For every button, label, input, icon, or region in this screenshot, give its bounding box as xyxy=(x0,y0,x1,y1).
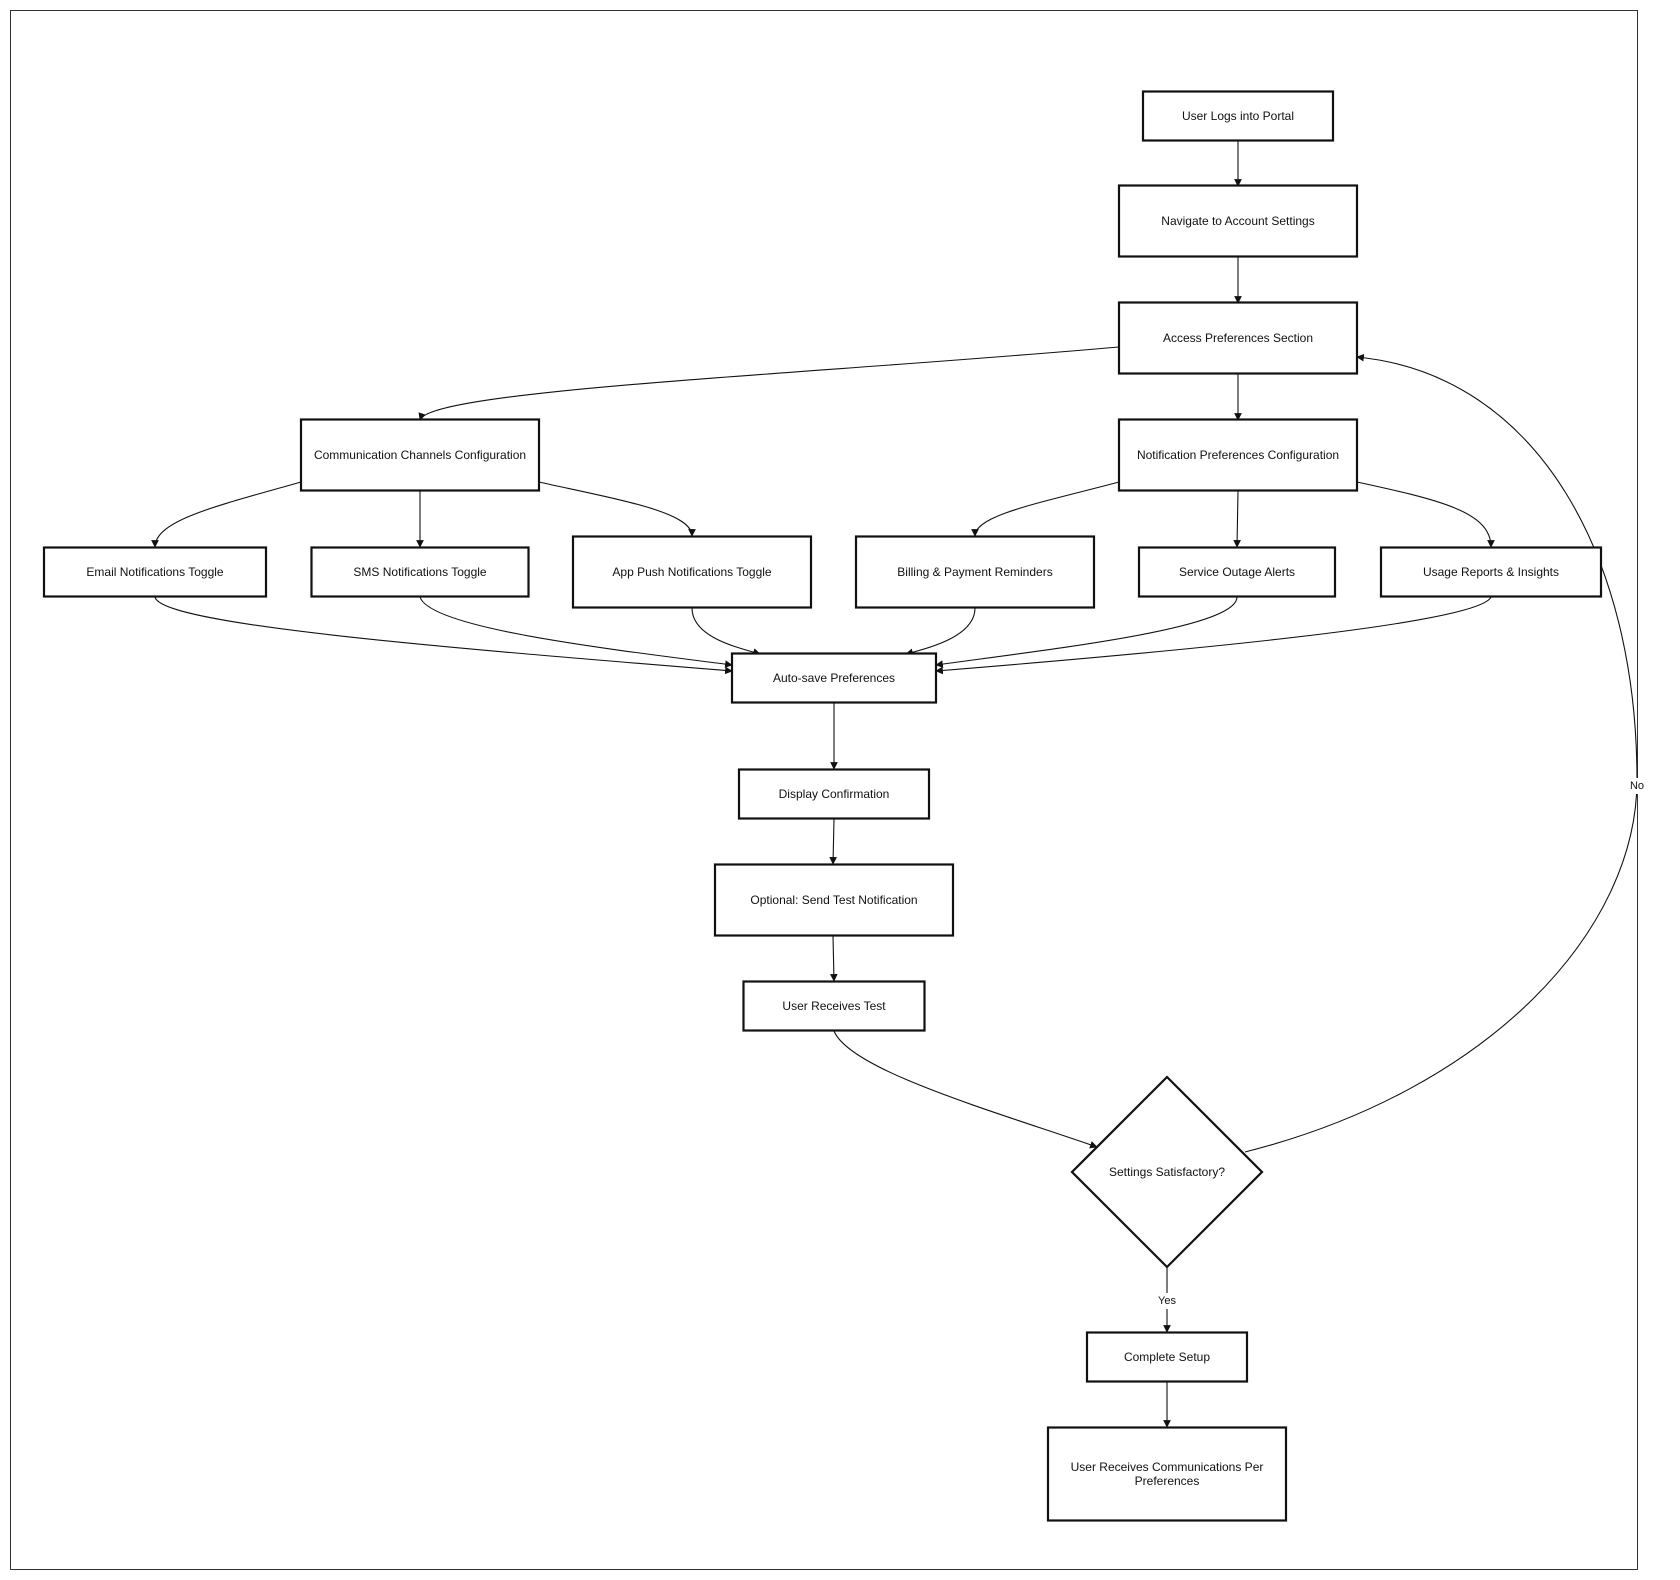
node-label: Access Preferences Section xyxy=(1163,331,1313,345)
node-login: User Logs into Portal xyxy=(1141,90,1335,142)
process-box xyxy=(737,768,931,820)
node-label: User Logs into Portal xyxy=(1182,109,1294,123)
node-sms: SMS Notifications Toggle xyxy=(310,546,530,598)
node-label: Email Notifications Toggle xyxy=(86,565,224,579)
edge-sendtest-to-receive xyxy=(829,935,838,982)
process-box xyxy=(299,418,541,492)
process-box xyxy=(730,652,938,704)
edge-notif-to-billing xyxy=(971,481,1120,537)
process-box xyxy=(1141,90,1335,142)
edge-usage-to-autosave xyxy=(935,596,1492,675)
node-label: Optional: Send Test Notification xyxy=(750,893,917,907)
process-box xyxy=(1117,418,1359,492)
process-box xyxy=(310,546,530,598)
edge-notif-to-usage xyxy=(1356,481,1495,548)
process-box xyxy=(1379,546,1603,598)
edge-sms-to-autosave xyxy=(419,596,733,668)
node-receive: User Receives Test xyxy=(742,980,926,1032)
node-label: App Push Notifications Toggle xyxy=(612,565,772,579)
node-label: Preferences xyxy=(1135,1474,1200,1488)
process-box xyxy=(1046,1426,1288,1522)
node-confirm: Display Confirmation xyxy=(737,768,931,820)
node-label: Notification Preferences Configuration xyxy=(1137,448,1339,462)
node-usage: Usage Reports & Insights xyxy=(1379,546,1603,598)
node-label: SMS Notifications Toggle xyxy=(353,565,487,579)
edge-email-to-autosave xyxy=(154,596,733,675)
edge-comm-to-push xyxy=(538,481,696,537)
node-label: Settings Satisfactory? xyxy=(1109,1165,1225,1179)
edge-billing-to-autosave xyxy=(905,607,976,657)
node-push: App Push Notifications Toggle xyxy=(571,535,813,609)
process-box xyxy=(1117,301,1359,375)
node-label: Display Confirmation xyxy=(779,787,890,801)
edge-confirm-to-sendtest xyxy=(829,818,838,865)
node-label: Billing & Payment Reminders xyxy=(897,565,1052,579)
node-label: User Receives Communications Per xyxy=(1071,1460,1264,1474)
edge-label-yes: Yes xyxy=(1158,1295,1176,1307)
edge-comm-to-email xyxy=(151,481,302,548)
process-box xyxy=(571,535,813,609)
edge-label-bg xyxy=(1153,1293,1181,1309)
edge-push-to-autosave xyxy=(691,607,761,656)
edge-label-bg xyxy=(1627,778,1647,794)
node-decision: Settings Satisfactory? xyxy=(1070,1075,1264,1269)
node-access: Access Preferences Section xyxy=(1117,301,1359,375)
node-label: Auto-save Preferences xyxy=(773,671,895,685)
edge-label-no: No xyxy=(1630,780,1644,792)
node-notif: Notification Preferences Configuration xyxy=(1117,418,1359,492)
process-box xyxy=(1085,1331,1249,1383)
node-email: Email Notifications Toggle xyxy=(42,546,268,598)
node-label: User Receives Test xyxy=(782,999,886,1013)
node-label: Service Outage Alerts xyxy=(1179,565,1295,579)
node-final: User Receives Communications PerPreferen… xyxy=(1046,1426,1288,1522)
process-box xyxy=(854,535,1096,609)
node-autosave: Auto-save Preferences xyxy=(730,652,938,704)
node-sendtest: Optional: Send Test Notification xyxy=(713,863,955,937)
edge-outage-to-autosave xyxy=(935,596,1238,668)
edge-receive-to-decision xyxy=(833,1030,1098,1149)
node-outage: Service Outage Alerts xyxy=(1137,546,1337,598)
node-label: Complete Setup xyxy=(1124,1350,1210,1364)
node-complete: Complete Setup xyxy=(1085,1331,1249,1383)
edge-access-to-comm xyxy=(418,346,1120,421)
node-label: Communication Channels Configuration xyxy=(314,448,526,462)
node-nav: Navigate to Account Settings xyxy=(1117,184,1359,258)
node-label: Navigate to Account Settings xyxy=(1161,214,1314,228)
node-comm: Communication Channels Configuration xyxy=(299,418,541,492)
process-box xyxy=(42,546,268,598)
process-box xyxy=(742,980,926,1032)
node-label: Usage Reports & Insights xyxy=(1423,565,1559,579)
process-box xyxy=(713,863,955,937)
process-box xyxy=(1117,184,1359,258)
process-box xyxy=(1137,546,1337,598)
edge-notif-to-outage xyxy=(1233,490,1241,548)
decision-diamond xyxy=(1070,1075,1264,1269)
node-billing: Billing & Payment Reminders xyxy=(854,535,1096,609)
